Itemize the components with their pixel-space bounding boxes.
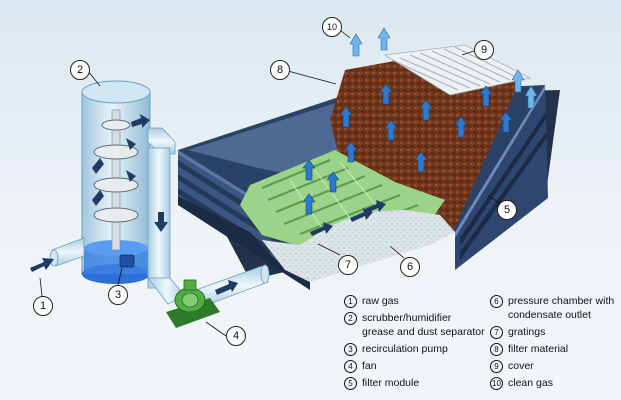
legend-number: 9 <box>490 360 503 373</box>
legend-item: 3 recirculation pump <box>344 342 492 356</box>
raw-gas-arrow <box>30 258 54 272</box>
legend-number: 6 <box>490 295 503 308</box>
flow-arrows-blue <box>302 83 513 215</box>
callout-3: 3 <box>108 285 128 305</box>
legend-label: fan <box>362 360 377 372</box>
pressure-chamber <box>262 210 455 282</box>
legend-number: 3 <box>344 343 357 356</box>
callout-4: 4 <box>226 326 246 346</box>
legend-number: 7 <box>490 326 503 339</box>
cover <box>383 44 532 96</box>
callout-5: 5 <box>497 200 517 220</box>
callout-10: 10 <box>322 17 342 37</box>
recirculation-pump <box>119 254 135 268</box>
legend-label: raw gas <box>362 295 399 307</box>
legend-item: 8 filter material <box>490 342 618 356</box>
callout-2: 2 <box>70 60 90 80</box>
legend-number: 8 <box>490 343 503 356</box>
legend-number: 1 <box>344 295 357 308</box>
filter-module <box>178 44 560 290</box>
callout-7: 7 <box>338 255 358 275</box>
callout-9: 9 <box>474 40 494 60</box>
legend-right: 6 pressure chamber with condensate outlet… <box>490 294 618 390</box>
legend-item: 6 pressure chamber with condensate outlet <box>490 294 618 322</box>
legend-item: 1 raw gas <box>344 294 492 308</box>
legend-item: 9 cover <box>490 359 618 373</box>
scrubber-tower <box>81 80 151 284</box>
legend-label: filter module <box>362 377 420 389</box>
legend-label: pressure chamber with condensate outlet <box>508 295 615 321</box>
legend-item: 7 gratings <box>490 325 618 339</box>
legend-item: 2 scrubber/humidifier grease and dust sep… <box>344 311 492 339</box>
legend-label: cover <box>508 360 534 372</box>
callout-1: 1 <box>33 296 53 316</box>
legend-number: 2 <box>344 312 357 325</box>
leader-lines <box>39 29 501 337</box>
legend-label: scrubber/humidifier grease and dust sepa… <box>362 312 485 338</box>
legend-number: 10 <box>490 377 503 390</box>
legend-label: clean gas <box>508 377 553 389</box>
legend-label: gratings <box>508 326 546 338</box>
filter-module-side-panels <box>455 85 548 270</box>
legend-number: 5 <box>344 377 357 390</box>
legend-left: 1 raw gas 2 scrubber/humidifier grease and… <box>344 294 492 390</box>
fan <box>166 279 220 328</box>
legend-item: 10 clean gas <box>490 376 618 390</box>
legend-label: recirculation pump <box>362 343 448 355</box>
callout-6: 6 <box>400 257 420 277</box>
legend-item: 5 filter module <box>344 376 492 390</box>
clean-gas-arrows <box>349 27 538 109</box>
flow-arrows-dark <box>131 114 386 295</box>
legend-number: 4 <box>344 360 357 373</box>
legend-item: 4 fan <box>344 359 492 373</box>
callout-8: 8 <box>270 60 290 80</box>
legend-label: filter material <box>508 343 569 355</box>
